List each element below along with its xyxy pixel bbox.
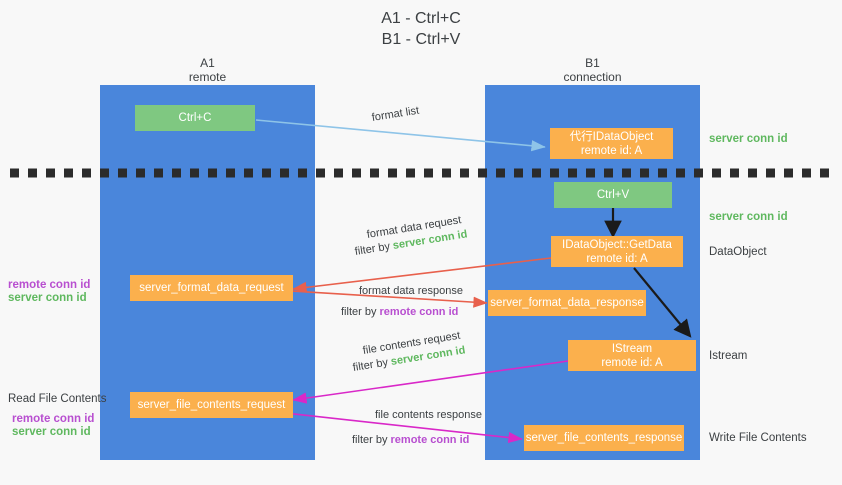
node-idataobject-getdata-line2: remote id: A: [586, 252, 648, 265]
edge-label-fmt-resp-filter-key: remote conn id: [379, 306, 459, 318]
node-ctrl-c-line1: Ctrl+C: [178, 112, 212, 124]
edge-label-file-req-filter-prefix: filter by: [351, 356, 392, 374]
node-proxy-idataobject-line1: 代行IDataObject: [569, 130, 654, 143]
title-line-2: B1 - Ctrl+V: [381, 31, 461, 48]
node-idataobject-getdata-line1: IDataObject::GetData: [562, 238, 672, 251]
node-idataobject-getdata[interactable]: IDataObject::GetData remote id: A: [551, 236, 683, 267]
edge-label-fmt-req-filter-prefix: filter by: [353, 240, 394, 258]
annotation-istream: Istream: [709, 350, 748, 362]
node-proxy-idataobject[interactable]: 代行IDataObject remote id: A: [550, 128, 673, 159]
edge-label-format-list: format list: [370, 104, 420, 124]
node-proxy-idataobject-line2: remote id: A: [580, 144, 643, 157]
annotation-read-file-contents: Read File Contents: [8, 393, 107, 405]
node-ctrl-v-line1: Ctrl+V: [596, 189, 630, 201]
column-a1-subtitle: remote: [188, 70, 227, 84]
annotation-remote-conn-id-upper: remote conn id: [8, 279, 91, 291]
annotation-server-conn-id-top: server conn id: [709, 133, 788, 145]
node-server-format-data-response[interactable]: server_format_data_response: [488, 290, 646, 316]
column-b1-subtitle: connection: [563, 70, 622, 84]
node-istream-line2: remote id: A: [601, 356, 663, 369]
column-a1-title: A1: [200, 56, 215, 70]
node-server-format-data-response-line1: server_format_data_response: [490, 297, 644, 309]
node-server-format-data-request[interactable]: server_format_data_request: [130, 275, 293, 301]
title-line-1: A1 - Ctrl+C: [381, 10, 461, 27]
node-server-file-contents-request-line1: server_file_contents_request: [137, 399, 286, 411]
node-server-file-contents-response[interactable]: server_file_contents_response: [524, 425, 684, 451]
edge-label-file-contents-response-title: file contents response: [375, 409, 483, 421]
column-header-b1: B1 connection: [485, 56, 700, 84]
edge-label-file-resp-filter-key: remote conn id: [390, 434, 470, 446]
node-ctrl-c[interactable]: Ctrl+C: [135, 105, 255, 131]
edge-label-file-contents-response-filter: filter by remote conn id: [352, 433, 469, 448]
annotation-dataobject: DataObject: [709, 246, 767, 258]
diagram-title: A1 - Ctrl+C B1 - Ctrl+V: [0, 8, 842, 50]
node-server-file-contents-response-line1: server_file_contents_response: [525, 432, 683, 444]
edge-label-format-data-response-filter: filter by remote conn id: [341, 305, 458, 320]
annotation-write-file-contents: Write File Contents: [709, 432, 807, 444]
annotation-remote-conn-id-lower: remote conn id: [12, 413, 95, 425]
column-header-a1: A1 remote: [100, 56, 315, 84]
edge-label-fmt-resp-filter-prefix: filter by: [341, 306, 380, 318]
edge-label-file-resp-filter-prefix: filter by: [352, 434, 391, 446]
node-server-format-data-request-line1: server_format_data_request: [139, 282, 284, 294]
annotation-server-conn-id-lower: server conn id: [12, 426, 91, 438]
annotation-server-conn-id-second: server conn id: [709, 211, 788, 223]
node-istream[interactable]: IStream remote id: A: [568, 340, 696, 371]
annotation-server-conn-id-upper: server conn id: [8, 292, 87, 304]
node-server-file-contents-request[interactable]: server_file_contents_request: [130, 392, 293, 418]
column-b1-title: B1: [585, 56, 600, 70]
edge-label-format-data-response-title: format data response: [359, 285, 463, 297]
node-ctrl-v[interactable]: Ctrl+V: [554, 182, 672, 208]
node-istream-line1: IStream: [611, 342, 653, 355]
